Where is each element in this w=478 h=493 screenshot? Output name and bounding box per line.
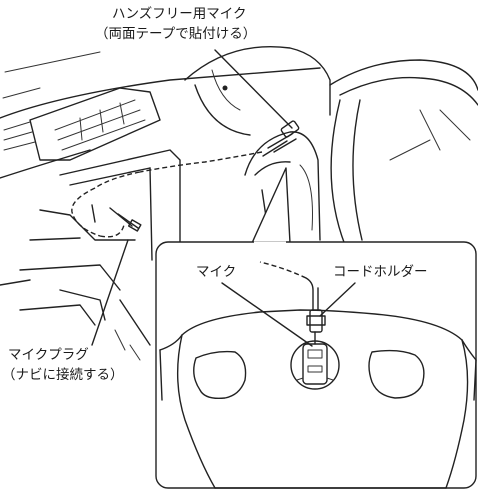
mic-plug-label: マイクプラグ — [8, 347, 89, 363]
hands-free-mic-label: ハンズフリー用マイク — [112, 6, 247, 22]
inset-callout — [155, 167, 477, 489]
mic-plug-note: （ナビに接続する） — [2, 367, 124, 383]
dashboard-drawing — [0, 45, 478, 361]
inset-cord-holder-label: コードホルダー — [333, 264, 428, 280]
hands-free-mic-note: （両面テープで貼付ける） — [95, 26, 257, 42]
inset-mic-label: マイク — [196, 264, 237, 280]
